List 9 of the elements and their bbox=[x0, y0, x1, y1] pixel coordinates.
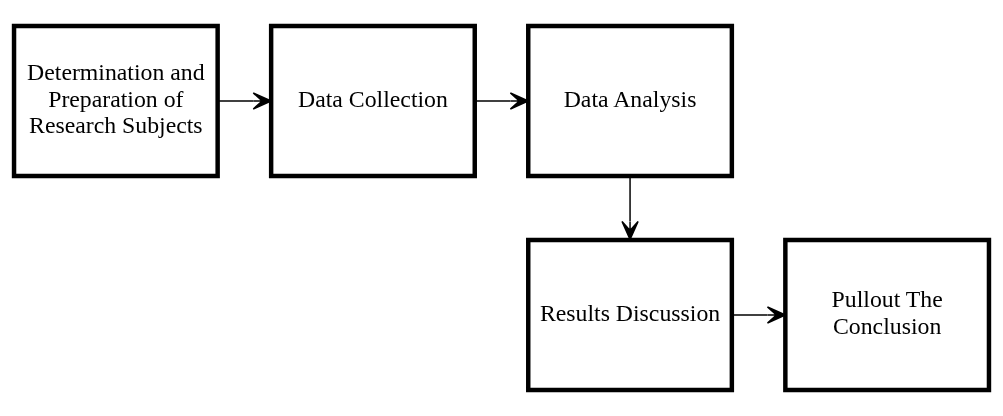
node-box: Determination and Preparation of Research Subjects bbox=[11, 23, 220, 179]
arrow bbox=[474, 92, 529, 110]
node-box: Results Discussion bbox=[526, 237, 735, 393]
arrow bbox=[621, 175, 639, 241]
node-box: Data Collection bbox=[268, 23, 477, 179]
node-box: Pullout The Conclusion bbox=[783, 237, 992, 393]
arrow bbox=[731, 306, 787, 324]
node-box: Data Analysis bbox=[526, 23, 735, 179]
arrow bbox=[217, 92, 272, 110]
